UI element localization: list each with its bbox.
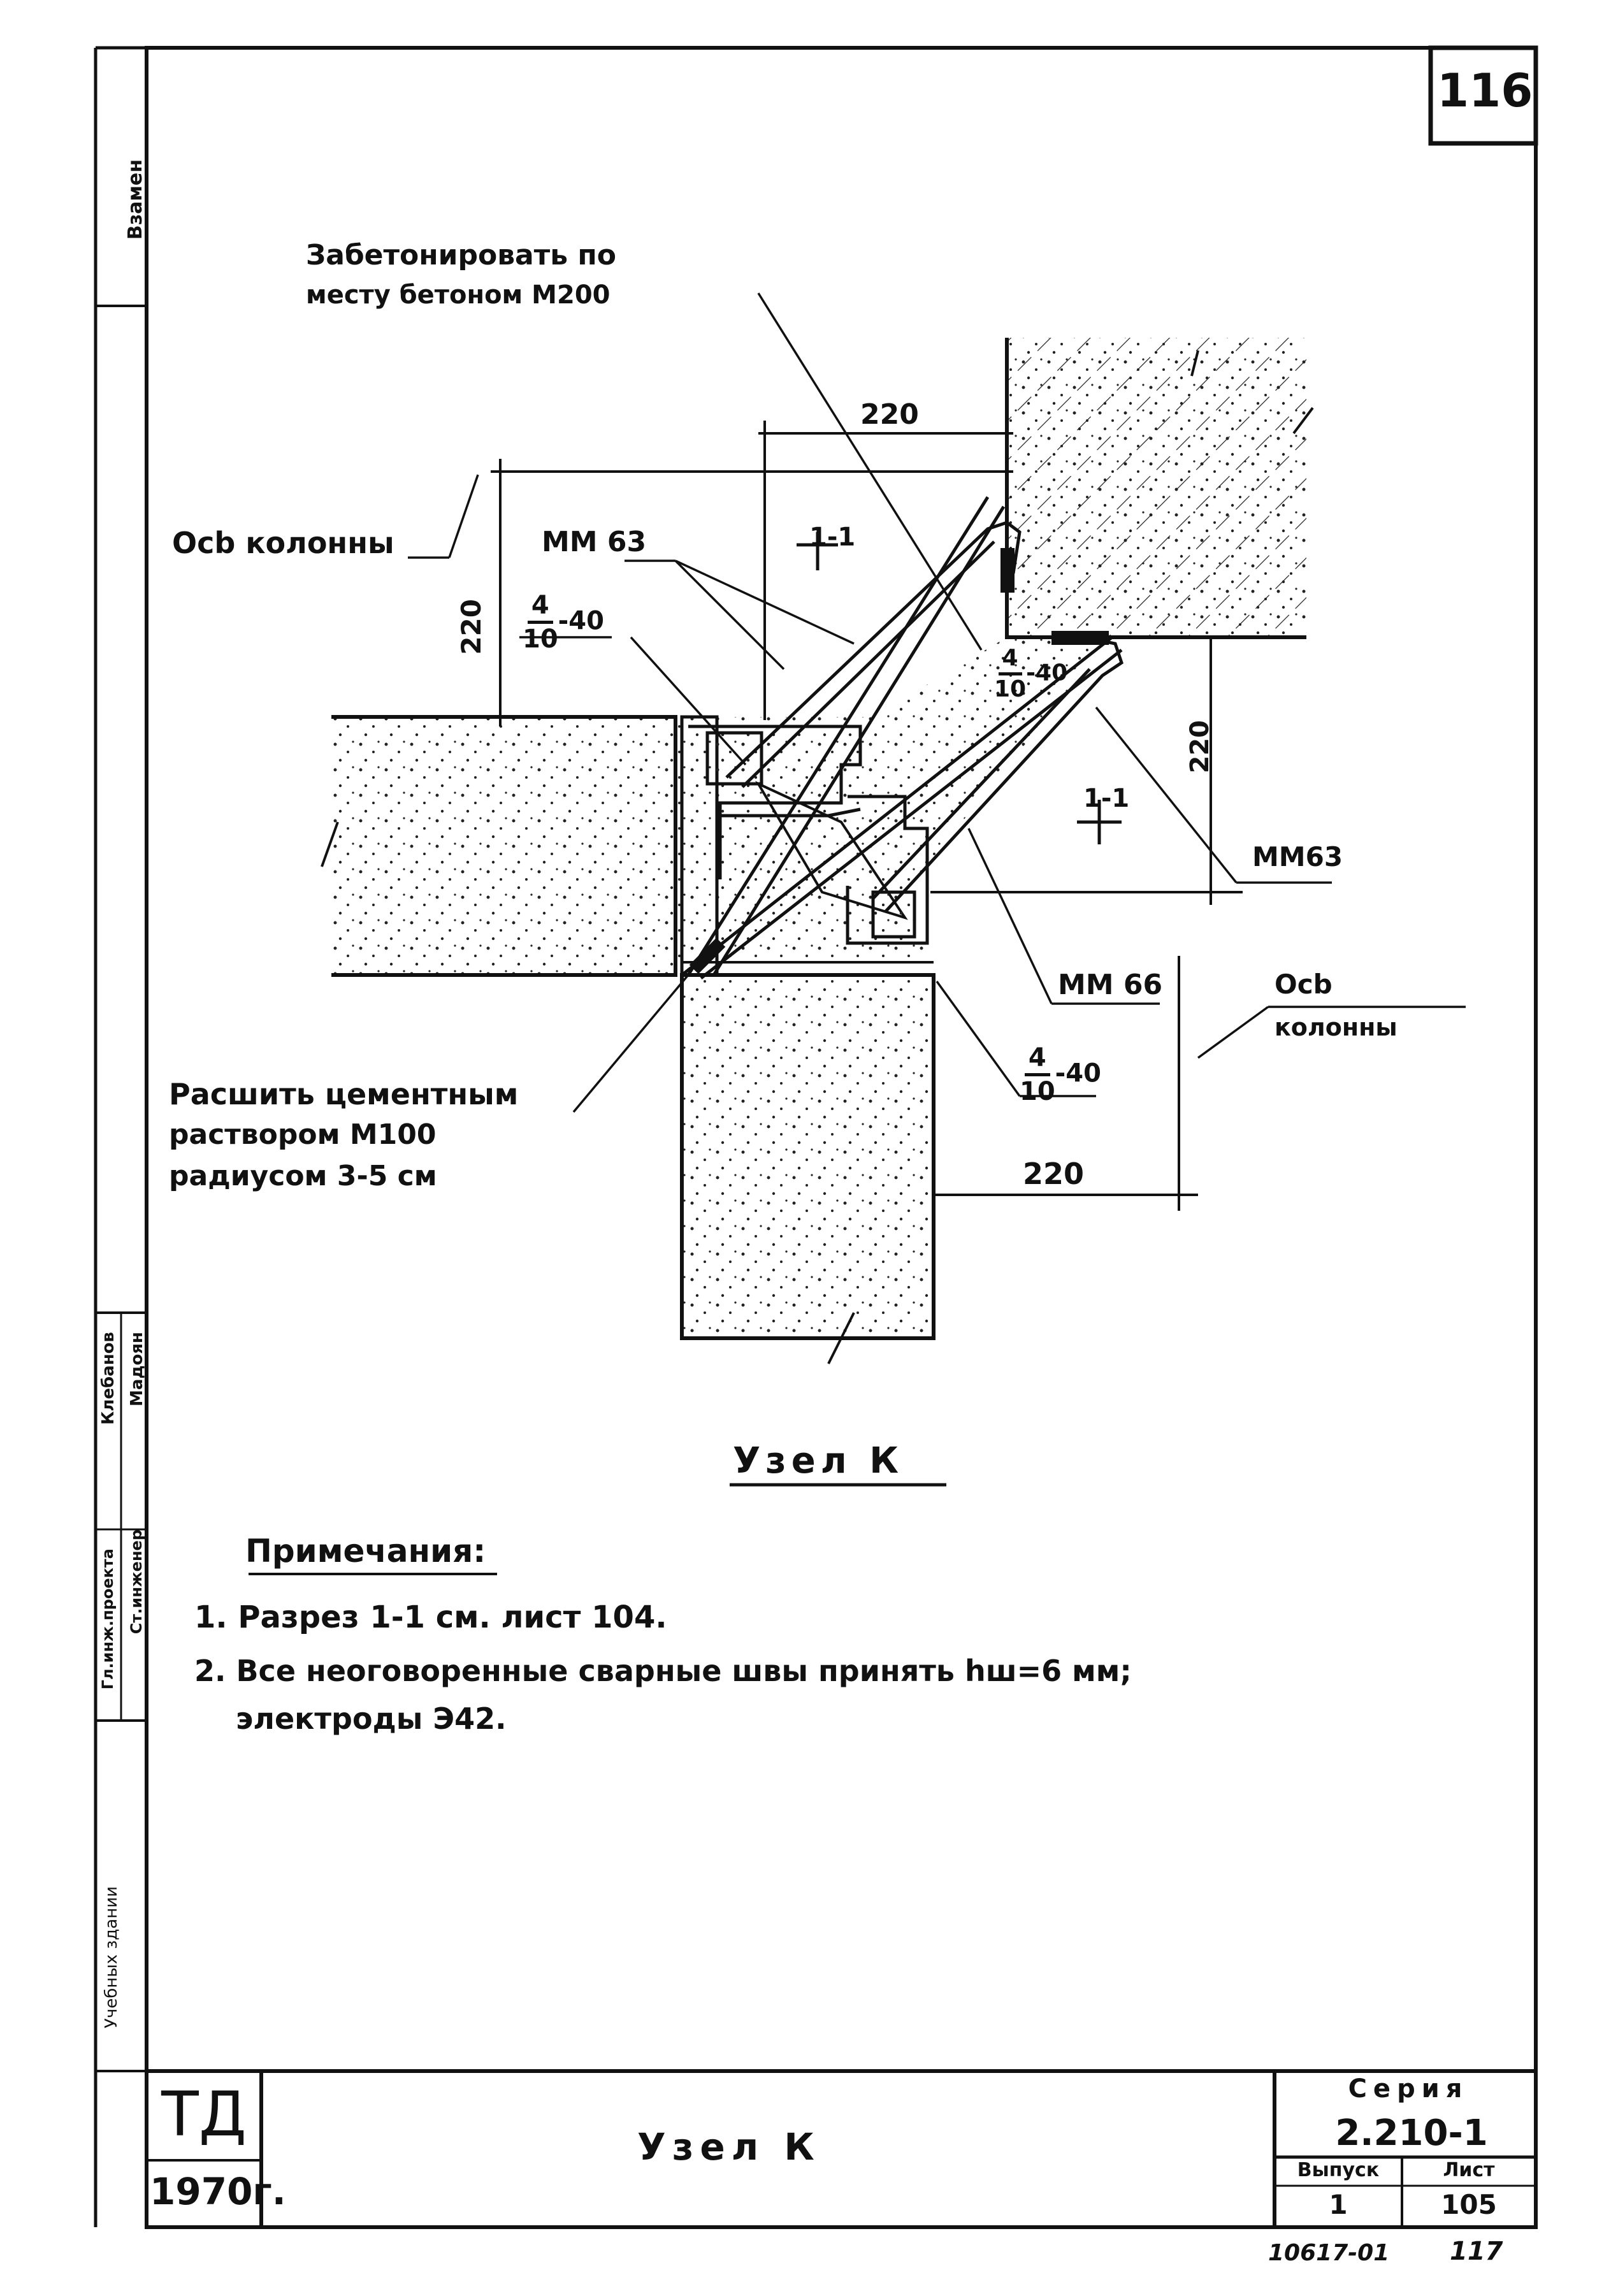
mm63-right-label: ММ63	[1252, 841, 1343, 872]
concrete-callout-line1: Забетонировать по	[306, 239, 617, 271]
staff-name-1: Клебанов	[99, 1332, 118, 1425]
replace-label: Взамен	[124, 159, 147, 240]
grout-callout-line3: радиусом 3-5 см	[169, 1160, 437, 1192]
sheet-number: 116	[1437, 64, 1533, 117]
drawing-title: Узел К	[733, 1440, 904, 1482]
section-mark-bottom: 1-1	[1083, 784, 1130, 813]
title-block-title: Узел К	[637, 2125, 821, 2169]
dimension-left: 220	[456, 599, 487, 655]
note-1: 1. Разрез 1-1 см. лист 104.	[194, 1599, 667, 1635]
staff-name-2: Мадоян	[127, 1332, 147, 1406]
sheet-value: 105	[1441, 2189, 1497, 2220]
sheet-label: Лист	[1443, 2159, 1495, 2181]
section-cut-arrows	[797, 532, 1122, 844]
org-mark: ТД	[161, 2079, 247, 2150]
embedded-plates	[680, 715, 929, 977]
title-block-frame	[147, 2069, 1536, 2227]
upper-column	[1005, 338, 1306, 639]
grout-callout-line2: раствором М100	[169, 1118, 437, 1151]
mm63-top-label: ММ 63	[542, 526, 647, 558]
break-marks	[321, 350, 1314, 1364]
staff-role-2: Ст.инженер	[127, 1529, 145, 1635]
building-label: Учебных здании	[102, 1886, 121, 2028]
column-axis-left: Осb колонны	[172, 526, 394, 560]
note-3: электроды Э42.	[236, 1701, 507, 1736]
horizontal-beam	[331, 715, 677, 977]
issue-label: Выпуск	[1297, 2159, 1380, 2181]
dimension-right: 220	[1185, 720, 1215, 774]
staff-role-1: Гл.инж.проекта	[99, 1549, 117, 1690]
dimension-bottom: 220	[1023, 1157, 1085, 1191]
leader-lines	[408, 292, 1466, 1113]
footer-code: 10617-01	[1268, 2240, 1390, 2266]
sheet-frame	[94, 46, 1538, 2229]
column-axis-right-line2: колонны	[1275, 1013, 1398, 1041]
weld-marks	[689, 548, 1109, 974]
lower-column	[680, 961, 935, 1340]
notes-heading: Примечания:	[245, 1533, 486, 1570]
concrete-callout-line2: месту бетоном М200	[306, 280, 610, 310]
mm66-label: ММ 66	[1058, 969, 1163, 1001]
grout-callout-line1: Расшить цементным	[169, 1077, 519, 1111]
dimension-lines	[484, 408, 1243, 1211]
column-axis-right-line1: Осb	[1275, 969, 1333, 1000]
year: 1970г.	[150, 2170, 286, 2213]
series-label: Серия	[1348, 2074, 1469, 2104]
note-2: 2. Все неоговоренные сварные швы принять…	[194, 1654, 1132, 1688]
footer-page: 117	[1450, 2237, 1503, 2266]
issue-value: 1	[1329, 2189, 1348, 2220]
sheet-number-box	[1428, 45, 1538, 146]
series-value: 2.210-1	[1335, 2112, 1488, 2154]
section-mark-top: 1-1	[809, 523, 856, 552]
dimension-top: 220	[860, 398, 919, 431]
